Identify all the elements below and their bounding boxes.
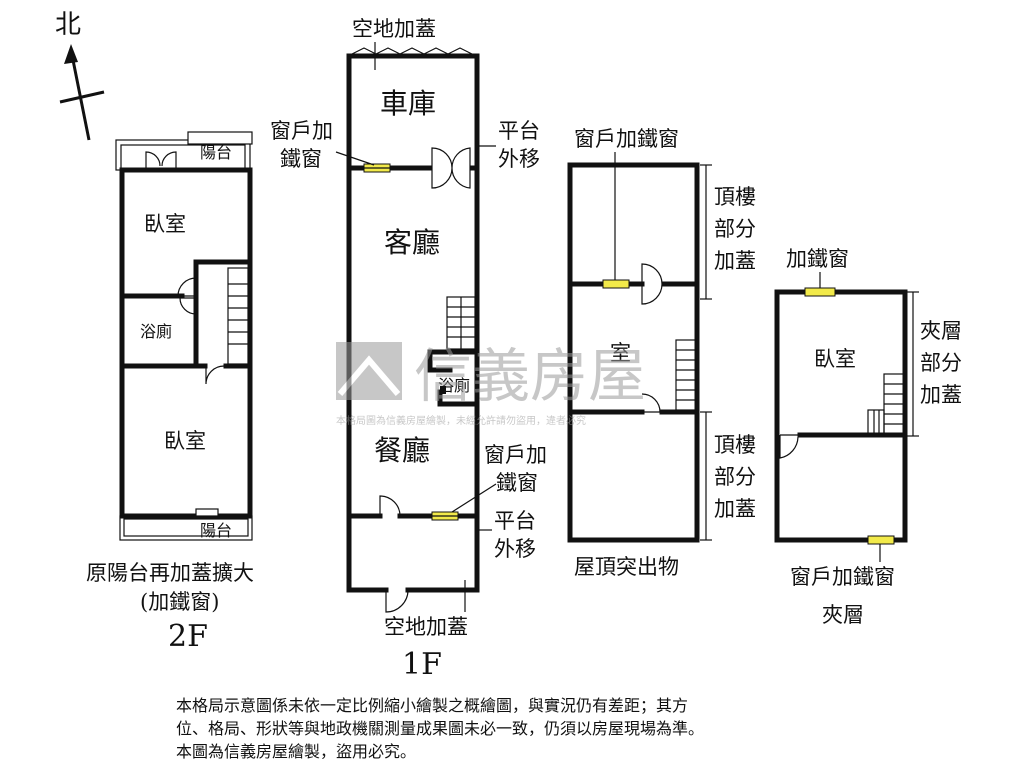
door-1f-dining	[379, 495, 401, 517]
door-2f-bedroom	[177, 277, 197, 297]
annot-window-bottom-2: 鐵窗	[496, 471, 538, 495]
room-living: 客廳	[384, 226, 440, 259]
door-1f-garage	[431, 147, 471, 189]
annot-platform-top-2: 外移	[498, 147, 540, 171]
annot-window-top-1: 窗戶加	[270, 119, 333, 143]
mezz-side-2: 部分	[920, 351, 962, 375]
mezz-side-3: 加蓋	[920, 383, 962, 407]
stairs-roof	[675, 339, 697, 411]
room-bedroom-top: 臥室	[144, 212, 186, 236]
pointer-window-top	[335, 151, 375, 166]
annot-platform-bottom-2: 外移	[494, 537, 536, 561]
door-roof-top	[641, 263, 663, 305]
door-2f-balcony-top	[145, 151, 177, 168]
window-mezz-top	[804, 287, 836, 297]
note-2f-line1: 原陽台再加蓋擴大	[86, 561, 254, 585]
roof-side-top-2: 部分	[714, 217, 756, 241]
annot-window-bottom-1: 窗戶加	[484, 443, 547, 467]
compass-arrow-shaft	[69, 49, 91, 141]
disclaimer-line-1: 本格局示意圖係未依一定比例縮小繪製之概繪圖，與實況仍有差距；其方	[176, 696, 689, 715]
plan-1f: 空地加蓋	[270, 17, 547, 682]
label-1f-bottom: 空地加蓋	[384, 615, 468, 639]
window-mezz-bottom	[867, 535, 895, 545]
window-roof	[602, 279, 630, 289]
roof-side-bottom-1: 頂樓	[714, 433, 756, 457]
room-balcony-bottom: 陽台	[200, 521, 232, 540]
plan-roof: 窗戶加鐵窗 室 頂樓 部分 加蓋 頂樓 部	[567, 127, 756, 579]
disclaimer: 本格局示意圖係未依一定比例縮小繪製之概繪圖，與實況仍有差距；其方 位、格局、形狀…	[176, 694, 876, 763]
door-2f-bath	[179, 297, 197, 315]
room-garage: 車庫	[380, 87, 436, 120]
door-roof-bottom	[641, 393, 661, 413]
balcony-bottom-outline	[119, 515, 253, 541]
door-2f-stair	[205, 365, 225, 385]
pointer-window-bottom	[451, 483, 497, 513]
balcony-bottom-outline-inner	[123, 518, 249, 537]
annot-window-top-2: 鐵窗	[280, 147, 322, 171]
title-2f: 2F	[168, 619, 208, 654]
plan-mezzanine: 加鐵窗 臥室 夾層 部分 加蓋 窗戶加鐵窗 夾層	[774, 247, 962, 627]
north-label: 北	[55, 10, 81, 40]
zigzag-1f-top	[351, 47, 473, 55]
roof-side-bottom-3: 加蓋	[714, 497, 756, 521]
room-bedroom-bottom: 臥室	[164, 429, 206, 453]
annot-platform-top-1: 平台	[498, 119, 540, 143]
annot-platform-bottom-1: 平台	[494, 509, 536, 533]
room-bath-1f: 浴廁	[438, 376, 470, 395]
watermark-brand: 信義房屋	[414, 342, 646, 410]
mezz-window-top-label: 加鐵窗	[786, 247, 849, 271]
roof-side-top-1: 頂樓	[714, 185, 756, 209]
room-mezz-bedroom: 臥室	[814, 347, 856, 371]
roof-window-label: 窗戶加鐵窗	[574, 127, 679, 151]
label-1f-top: 空地加蓋	[352, 17, 436, 41]
room-balcony-top: 陽台	[200, 143, 232, 162]
stairs-1f	[446, 296, 476, 350]
stairs-mezz	[867, 373, 905, 435]
mezz-window-bottom-label: 窗戶加鐵窗	[790, 565, 895, 589]
door-mezz	[779, 434, 800, 459]
room-bath-2f: 浴廁	[140, 322, 172, 341]
title-roof: 屋頂突出物	[574, 555, 679, 579]
mezz-side-1: 夾層	[920, 319, 962, 343]
watermark: 信義房屋 本格局圖為信義房屋繪製，未經允許請勿盜用，違者必究	[336, 342, 646, 427]
compass-arrow-head	[64, 44, 78, 64]
door-1f-bath	[440, 386, 446, 394]
disclaimer-line-2: 位、格局、形狀等與地政機關測量成果圖未必一致，仍須以房屋現場為準。	[176, 719, 705, 738]
plan-2f: 陽台 臥室 浴廁 臥室 陽台 原陽台再加蓋擴大 (加鐵窗) 2F	[86, 131, 254, 654]
room-roof: 室	[610, 341, 631, 365]
watermark-notice: 本格局圖為信義房屋繪製，未經允許請勿盜用，違者必究	[336, 414, 586, 427]
door-1f-front	[385, 589, 409, 613]
disclaimer-line-3: 本圖為信義房屋繪製，盜用必究。	[176, 742, 417, 761]
room-dining: 餐廳	[374, 434, 430, 467]
roof-side-top-3: 加蓋	[714, 249, 756, 273]
compass-cross-bar	[59, 90, 105, 104]
note-2f-line2: (加鐵窗)	[140, 590, 219, 614]
roof-side-bottom-2: 部分	[714, 465, 756, 489]
north-compass: 北	[55, 10, 105, 141]
title-mezz: 夾層	[822, 603, 864, 627]
stairs-2f	[227, 267, 249, 365]
door-2f-balcony-bottom	[195, 508, 219, 517]
balcony-top-notch	[187, 131, 253, 145]
title-1f: 1F	[402, 647, 442, 682]
